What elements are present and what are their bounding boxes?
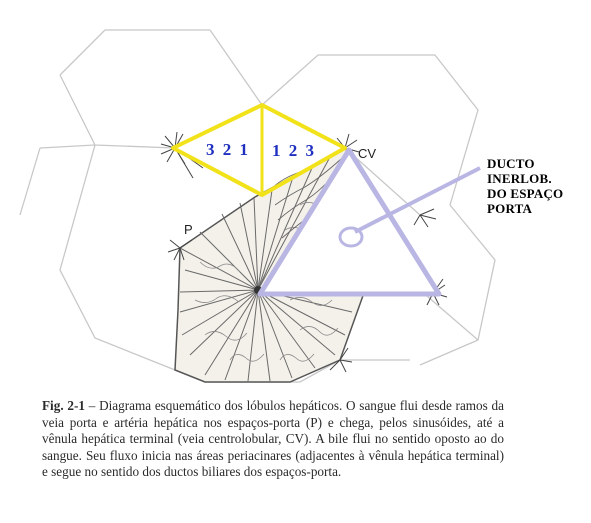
duct-label-line1: DUCTO [487,156,535,171]
caption-text: – Diagrama esquemático dos lóbulos hepát… [42,398,504,480]
cv-label: CV [358,146,377,161]
yellow-rhombus [171,103,347,197]
zone-label-left: 3 2 1 [206,140,250,159]
figure-caption: Fig. 2-1 – Diagrama esquemático dos lóbu… [42,398,504,481]
duct-circle [338,226,364,248]
duct-label-line4: PORTA [487,201,533,216]
p-label: P [184,222,193,237]
duct-label-line2: INERLOB. [487,171,552,186]
duct-annotation: DUCTO INERLOB. DO ESPAÇO PORTA [487,156,563,216]
zone-label-right: 1 2 3 [272,141,316,160]
figure-number: Fig. 2-1 [42,398,85,413]
lavender-triangle [257,147,442,297]
duct-label-line3: DO ESPAÇO [487,186,564,201]
duct-pointer-line [354,166,481,234]
